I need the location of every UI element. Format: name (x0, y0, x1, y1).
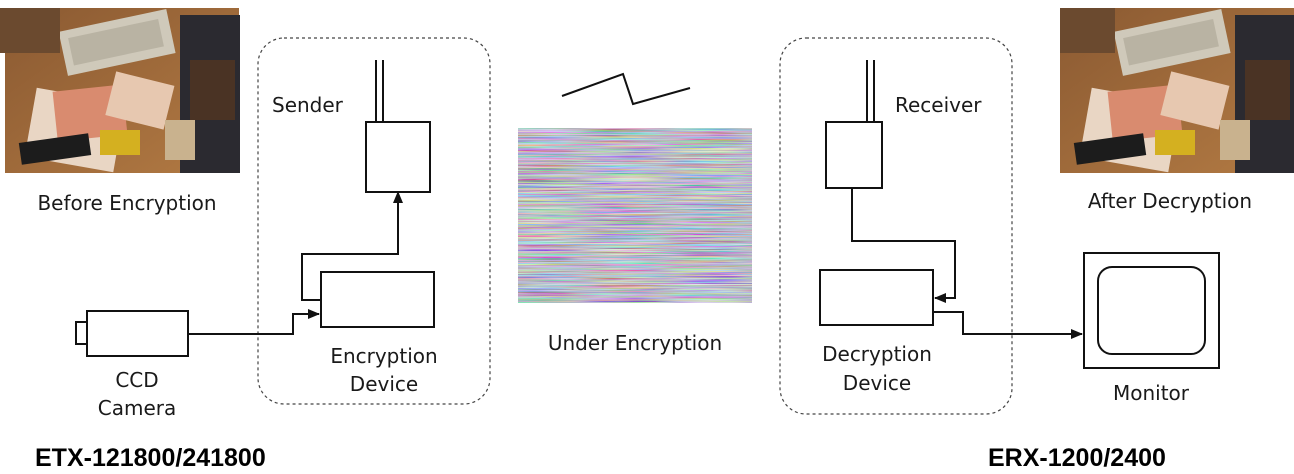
lightning-signal-icon (561, 72, 691, 106)
after-decryption-label: After Decryption (1088, 189, 1252, 213)
ccd-camera-icon (75, 310, 189, 357)
before-encryption-photo (0, 8, 240, 173)
encryption-device-label-line2: Device (350, 372, 418, 396)
encryption-device-box (320, 271, 435, 328)
receiver-group-outline (779, 37, 1013, 415)
decryption-device-label-line1: Decryption (822, 342, 932, 366)
sender-antenna-icon (375, 60, 384, 122)
under-encryption-image (518, 128, 752, 303)
receiver-antenna-icon (866, 60, 875, 122)
receiver-label: Receiver (895, 93, 982, 117)
after-decryption-photo (1060, 8, 1294, 173)
encryption-device-label-line1: Encryption (330, 344, 437, 368)
receiver-model-label: ERX-1200/2400 (988, 444, 1166, 472)
monitor-label: Monitor (1113, 381, 1190, 405)
receiver-box (825, 121, 883, 189)
decryption-to-monitor-line (933, 311, 1083, 339)
ccd-camera-label-line2: Camera (98, 396, 177, 420)
under-encryption-label: Under Encryption (548, 331, 722, 355)
decryption-device-label-line2: Device (843, 371, 911, 395)
transmitter-group-outline (257, 37, 491, 405)
transmitter-model-label: ETX-121800/241800 (35, 444, 266, 472)
before-encryption-label: Before Encryption (37, 191, 216, 215)
monitor-icon (1083, 252, 1220, 369)
camera-to-encryption-line (188, 309, 320, 335)
receiver-to-decryption-line (851, 188, 956, 303)
decryption-device-box (819, 269, 934, 326)
encryption-to-sender-line (301, 191, 403, 301)
sender-label: Sender (272, 93, 344, 117)
sender-box (365, 121, 431, 193)
ccd-camera-label-line1: CCD (115, 368, 158, 392)
